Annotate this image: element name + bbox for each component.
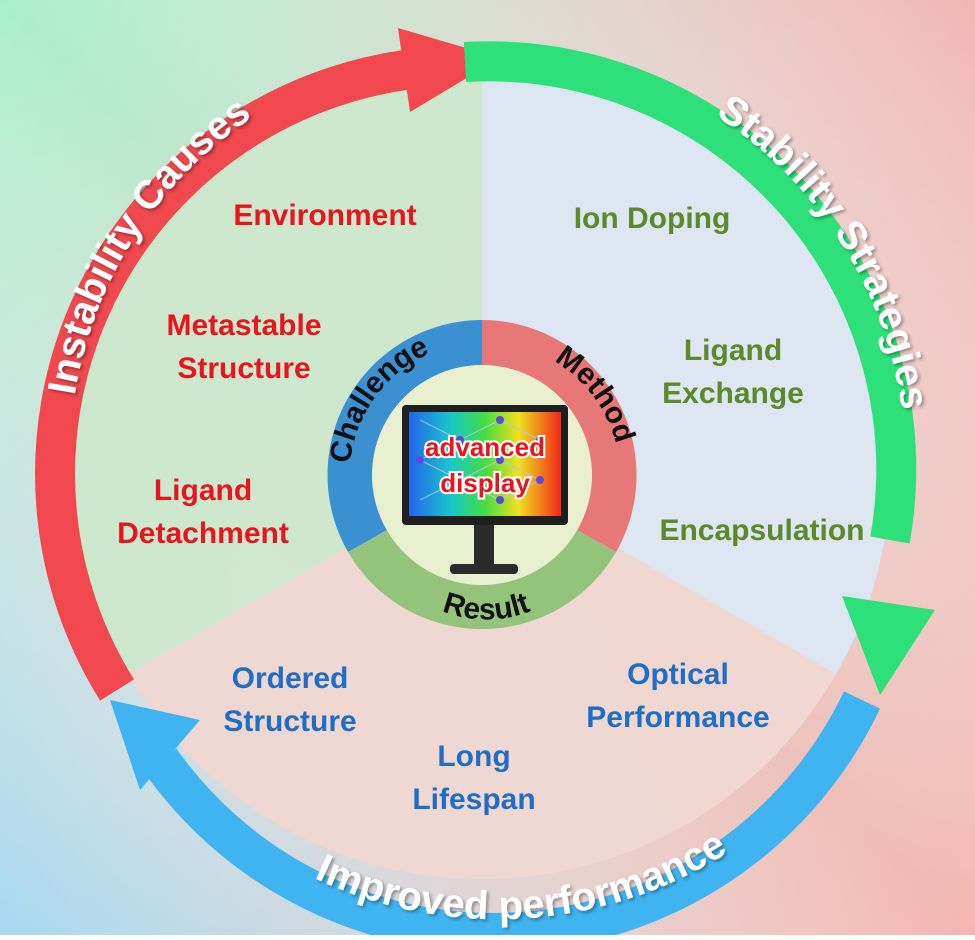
right-arrow (463, 41, 935, 695)
monitor-text-advanced: advanced (425, 432, 545, 462)
strategy-ligand: Ligand (684, 334, 782, 367)
result-performance: Performance (586, 701, 769, 734)
ring-method (482, 320, 637, 552)
sector-results (128, 470, 836, 880)
cause-ligand: Ligand (154, 474, 252, 507)
result-structure: Structure (223, 705, 356, 738)
result-optical: Optical (627, 658, 729, 691)
lattice-pattern (419, 419, 541, 501)
cause-detachment: Detachment (117, 517, 289, 550)
left-arrow (35, 28, 500, 701)
strategy-ion-doping: Ion Doping (574, 202, 731, 235)
strategy-exchange: Exchange (662, 377, 804, 410)
result-long: Long (437, 740, 510, 773)
result-ordered: Ordered (232, 662, 349, 695)
cause-environment: Environment (233, 199, 416, 232)
bottom-arrow (110, 691, 881, 940)
ring-result (348, 530, 616, 630)
cause-structure: Structure (177, 352, 310, 385)
cause-metastable: Metastable (166, 309, 321, 342)
monitor-text-display: display (440, 468, 530, 498)
result-lifespan: Lifespan (412, 783, 535, 816)
ring-challenge (327, 320, 482, 552)
monitor-icon: advanced display (402, 405, 568, 574)
lattice-nodes (416, 416, 544, 504)
strategy-encapsulation: Encapsulation (659, 514, 864, 547)
